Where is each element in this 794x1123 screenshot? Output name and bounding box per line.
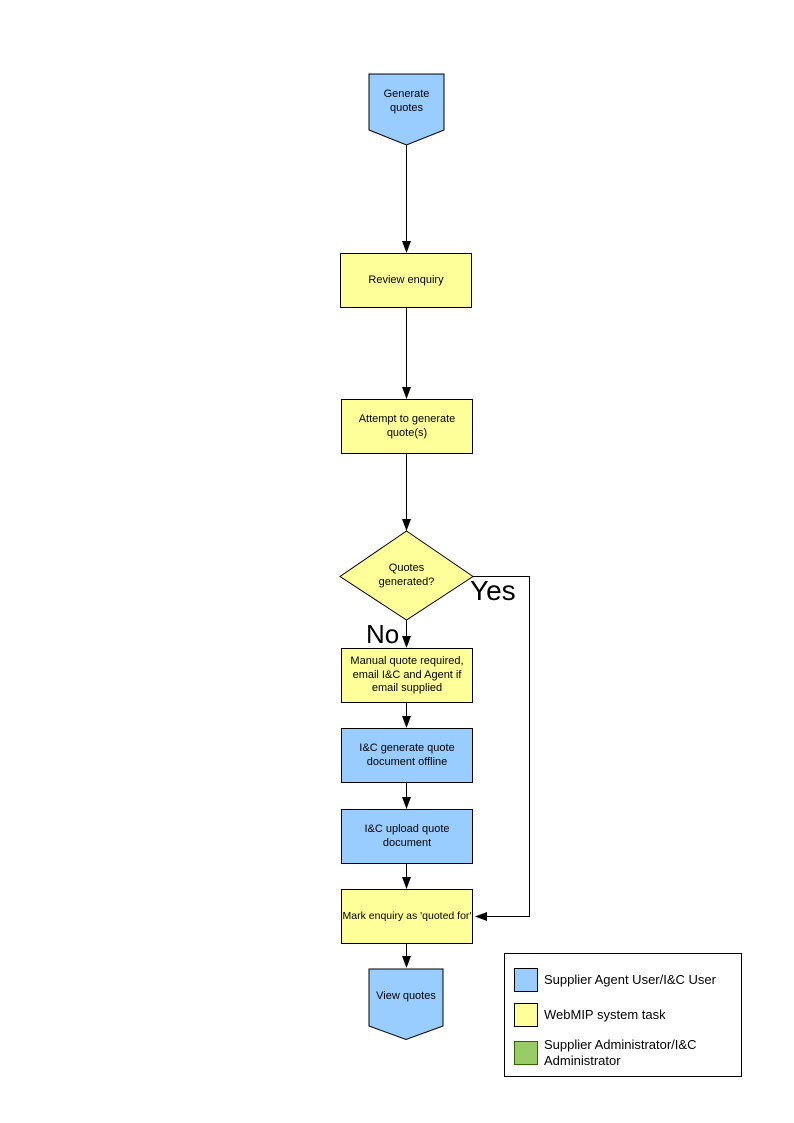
legend-label: WebMIP system task: [544, 1007, 666, 1022]
process-mark-quoted: Mark enquiry as 'quoted for': [341, 889, 473, 944]
process-ic-upload: I&C upload quote document: [341, 809, 473, 864]
legend-swatch-blue: [514, 968, 538, 992]
start-node-label: Generate quotes: [383, 88, 430, 114]
end-pentagon-shape: [368, 968, 444, 1041]
legend-label: Supplier Administrator/I&C Administrator: [544, 1037, 697, 1068]
legend-item-system-task: WebMIP system task: [514, 1003, 730, 1027]
legend-swatch-green: [514, 1041, 538, 1065]
legend-box: Supplier Agent User/I&C User WebMIP syst…: [504, 953, 742, 1077]
start-pentagon-shape: [368, 73, 445, 146]
legend-item-administrator: Supplier Administrator/I&C Administrator: [514, 1037, 730, 1069]
decision-diamond-shape: [339, 530, 474, 621]
connector-decision-yes-to-mark: [473, 576, 530, 921]
process-review-enquiry: Review enquiry: [340, 253, 472, 308]
process-attempt-generate: Attempt to generate quote(s): [341, 399, 473, 454]
process-ic-generate-offline: I&C generate quote document offline: [341, 728, 473, 783]
edge-label-yes: Yes: [470, 575, 516, 606]
process-manual-quote: Manual quote required, email I&C and Age…: [341, 648, 473, 703]
legend-item-agent-user: Supplier Agent User/I&C User: [514, 968, 730, 992]
edge-label-no: No: [366, 619, 400, 649]
legend-swatch-yellow: [514, 1003, 538, 1027]
legend-label: Supplier Agent User/I&C User: [544, 972, 716, 987]
end-node-label: View quotes: [376, 990, 436, 1003]
decision-node-label: Quotes generated?: [378, 562, 435, 588]
